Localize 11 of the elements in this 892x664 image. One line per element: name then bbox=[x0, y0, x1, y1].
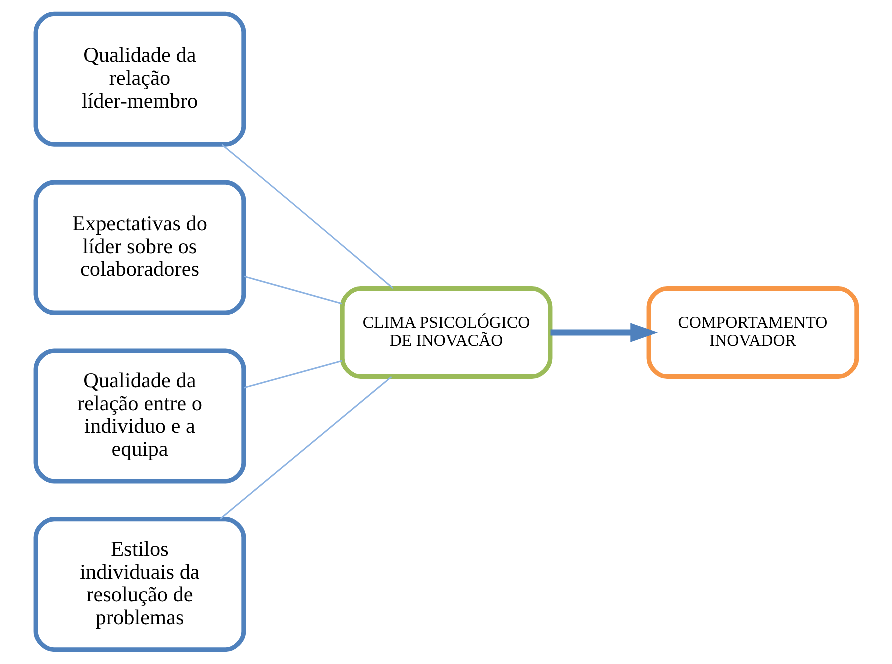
connector bbox=[219, 376, 392, 520]
connector bbox=[244, 360, 342, 389]
connector bbox=[244, 276, 342, 305]
node-box: COMPORTAMENTO INOVADOR bbox=[646, 286, 859, 380]
node-box: CLIMA PSICOLÓGICO DE INOVACÃO bbox=[340, 286, 552, 380]
node-box: Expectativas do líder sobre os colaboradores bbox=[33, 180, 246, 316]
node-box: Qualidade da relação entre o individuo e a equipa bbox=[33, 348, 246, 484]
connector bbox=[221, 144, 394, 290]
node-box: Estilos individuais da resolução de problemas bbox=[33, 517, 246, 652]
node-box: Qualidade da relação líder-membro bbox=[33, 12, 246, 147]
arrow bbox=[550, 323, 658, 342]
